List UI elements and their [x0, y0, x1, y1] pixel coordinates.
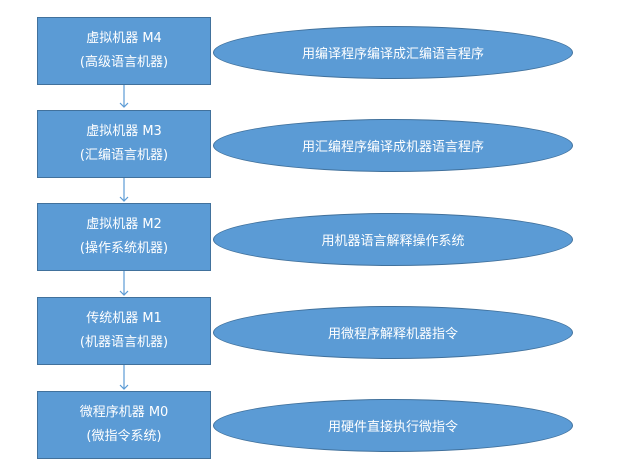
action-ellipse-m3: 用汇编程序编译成机器语言程序 — [213, 119, 573, 172]
machine-box-m4: 虚拟机器 M4 (高级语言机器) — [37, 17, 211, 85]
machine-subtitle: (机器语言机器) — [79, 335, 169, 350]
machine-name: 传统机器 M1 — [86, 311, 162, 326]
machine-box-m3: 虚拟机器 M3 (汇编语言机器) — [37, 110, 211, 178]
action-label: 用编译程序编译成汇编语言程序 — [301, 47, 484, 62]
action-ellipse-m0: 用硬件直接执行微指令 — [213, 399, 573, 452]
action-label: 用硬件直接执行微指令 — [327, 420, 458, 435]
action-ellipse-m1: 用微程序解释机器指令 — [213, 306, 573, 359]
action-label: 用机器语言解释操作系统 — [321, 234, 465, 249]
machine-subtitle: (微指令系统) — [86, 429, 162, 444]
machine-name: 虚拟机器 M2 — [86, 217, 162, 232]
action-ellipse-m2: 用机器语言解释操作系统 — [213, 213, 573, 266]
action-label: 用汇编程序编译成机器语言程序 — [301, 140, 484, 155]
action-ellipse-m4: 用编译程序编译成汇编语言程序 — [213, 26, 573, 79]
machine-name: 虚拟机器 M4 — [86, 31, 162, 46]
machine-box-m2: 虚拟机器 M2 (操作系统机器) — [37, 203, 211, 271]
machine-subtitle: (操作系统机器) — [79, 241, 169, 256]
machine-subtitle: (高级语言机器) — [79, 55, 169, 70]
machine-box-m0: 微程序机器 M0 (微指令系统) — [37, 391, 211, 459]
machine-name: 虚拟机器 M3 — [86, 124, 162, 139]
machine-subtitle: (汇编语言机器) — [79, 148, 169, 163]
machine-box-m1: 传统机器 M1 (机器语言机器) — [37, 297, 211, 365]
action-label: 用微程序解释机器指令 — [327, 327, 458, 342]
machine-name: 微程序机器 M0 — [79, 405, 169, 420]
